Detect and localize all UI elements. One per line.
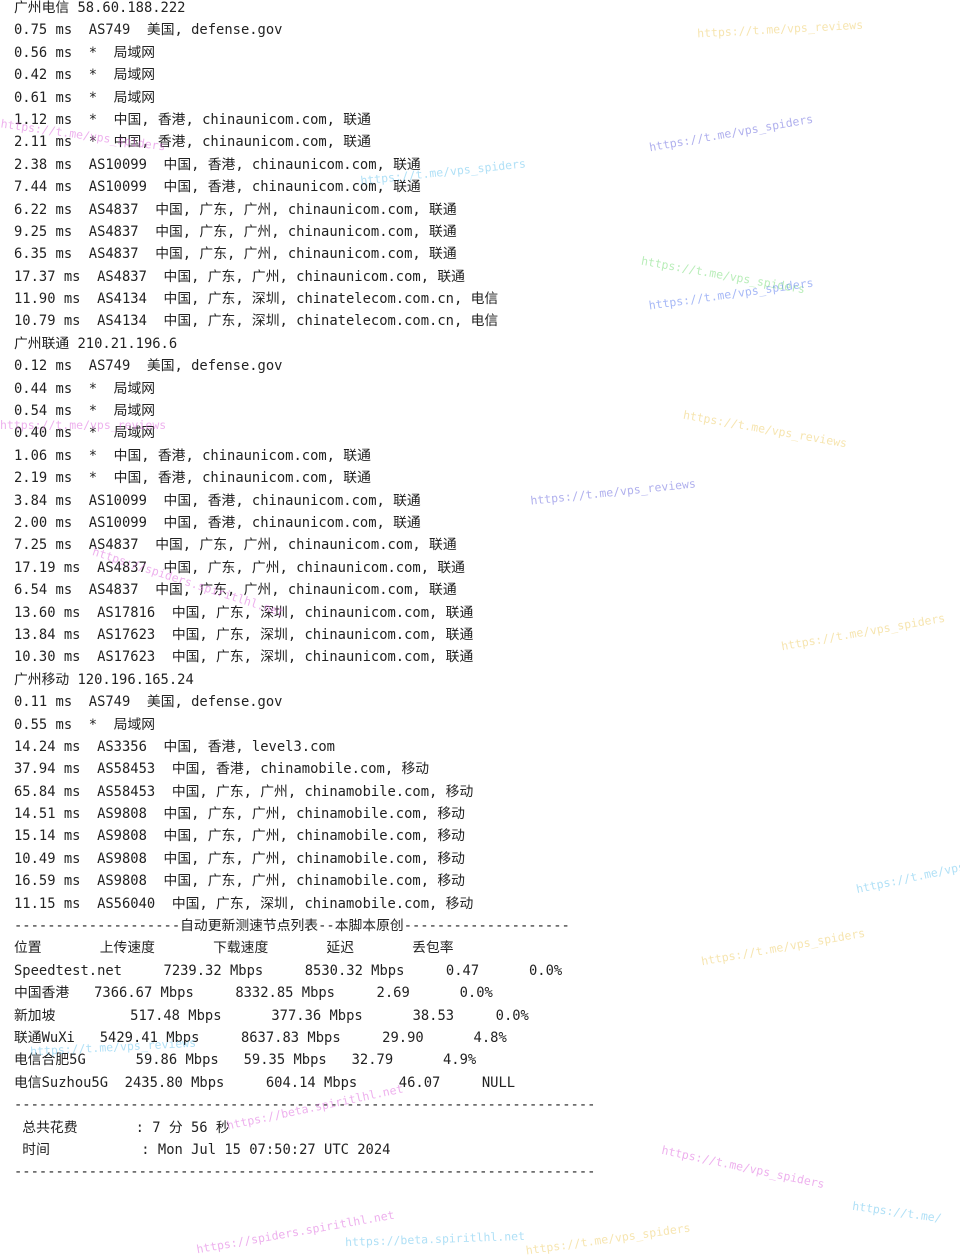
terminal-line: 17.19 ms AS4837 中国, 广东, 广州, chinaunicom.…	[14, 559, 465, 576]
terminal-line: 2.11 ms * 中国, 香港, chinaunicom.com, 联通	[14, 134, 371, 151]
watermark-text: https://t.me/vps_spiders	[524, 1220, 692, 1258]
terminal-line: 6.22 ms AS4837 中国, 广东, 广州, chinaunicom.c…	[14, 201, 457, 218]
terminal-line: 13.84 ms AS17623 中国, 广东, 深圳, chinaunicom…	[14, 626, 474, 643]
terminal-line: 新加坡 517.48 Mbps 377.36 Mbps 38.53 0.0%	[14, 1007, 529, 1024]
terminal-line: 14.51 ms AS9808 中国, 广东, 广州, chinamobile.…	[14, 806, 465, 823]
terminal-line: 0.11 ms AS749 美国, defense.gov	[14, 694, 283, 711]
watermark-text: https://t.me/vps_spiders	[647, 275, 815, 313]
terminal-line: 0.55 ms * 局域网	[14, 716, 156, 733]
terminal-output: 广州电信 58.60.188.222 0.75 ms AS749 美国, defe…	[14, 0, 595, 1184]
terminal-line: 9.25 ms AS4837 中国, 广东, 广州, chinaunicom.c…	[14, 223, 457, 240]
terminal-line: --------------------自动更新测速节点列表--本脚本原创---…	[14, 918, 570, 935]
terminal-line: 电信合肥5G 59.86 Mbps 59.35 Mbps 32.79 4.9%	[14, 1052, 477, 1069]
watermark-text: https://t.me/vps_spiders	[780, 610, 947, 654]
terminal-line: 17.37 ms AS4837 中国, 广东, 广州, chinaunicom.…	[14, 268, 465, 285]
terminal-line: 2.00 ms AS10099 中国, 香港, chinaunicom.com,…	[14, 514, 421, 531]
watermark-text: https://t.me/vps_	[854, 857, 960, 897]
terminal-line: 1.12 ms * 中国, 香港, chinaunicom.com, 联通	[14, 111, 371, 128]
terminal-line: 6.35 ms AS4837 中国, 广东, 广州, chinaunicom.c…	[14, 246, 457, 263]
terminal-line: 时间 : Mon Jul 15 07:50:27 UTC 2024	[14, 1141, 391, 1158]
terminal-line: 11.90 ms AS4134 中国, 广东, 深圳, chinatelecom…	[14, 291, 499, 308]
terminal-line: ----------------------------------------…	[14, 1097, 596, 1114]
terminal-line: 0.56 ms * 局域网	[14, 44, 156, 61]
terminal-line: 1.06 ms * 中国, 香港, chinaunicom.com, 联通	[14, 447, 371, 464]
terminal-line: 广州移动 120.196.165.24	[14, 671, 194, 688]
terminal-line: 37.94 ms AS58453 中国, 香港, chinamobile.com…	[14, 761, 430, 778]
terminal-line: 16.59 ms AS9808 中国, 广东, 广州, chinamobile.…	[14, 873, 465, 890]
terminal-line: 位置 上传速度 下载速度 延迟 丢包率	[14, 940, 454, 957]
watermark-text: https://t.me/	[851, 1198, 943, 1226]
terminal-line: Speedtest.net 7239.32 Mbps 8530.32 Mbps …	[14, 962, 563, 979]
watermark-text: https://t.me/vps_spiders	[648, 111, 815, 155]
terminal-line: 10.79 ms AS4134 中国, 广东, 深圳, chinatelecom…	[14, 313, 499, 330]
terminal-line: 2.38 ms AS10099 中国, 香港, chinaunicom.com,…	[14, 156, 421, 173]
terminal-line: 广州联通 210.21.196.6	[14, 335, 178, 352]
terminal-line: 15.14 ms AS9808 中国, 广东, 广州, chinamobile.…	[14, 828, 465, 845]
watermark-text: https://t.me/vps_reviews	[696, 17, 864, 41]
terminal-line: 0.44 ms * 局域网	[14, 380, 156, 397]
terminal-line: 0.12 ms AS749 美国, defense.gov	[14, 358, 283, 375]
terminal-line: 7.25 ms AS4837 中国, 广东, 广州, chinaunicom.c…	[14, 537, 457, 554]
terminal-line: 广州电信 58.60.188.222	[14, 0, 186, 16]
terminal-line: 总共花费 : 7 分 56 秒	[14, 1119, 230, 1136]
terminal-line: 6.54 ms AS4837 中国, 广东, 广州, chinaunicom.c…	[14, 582, 457, 599]
watermark-text: https://t.me/vps_spiders	[660, 1142, 826, 1192]
terminal-line: 7.44 ms AS10099 中国, 香港, chinaunicom.com,…	[14, 179, 421, 196]
watermark-text: https://beta.spiritlhl.net	[344, 1228, 526, 1250]
terminal-line: 14.24 ms AS3356 中国, 香港, level3.com	[14, 738, 335, 755]
terminal-line: 10.49 ms AS9808 中国, 广东, 广州, chinamobile.…	[14, 850, 465, 867]
terminal-line: 10.30 ms AS17623 中国, 广东, 深圳, chinaunicom…	[14, 649, 474, 666]
terminal-line: 65.84 ms AS58453 中国, 广东, 广州, chinamobile…	[14, 783, 474, 800]
terminal-line: 0.54 ms * 局域网	[14, 403, 156, 420]
watermark-text: https://t.me/vps_reviews	[682, 407, 849, 451]
watermark-text: https://spiders.spiritlhl.net	[195, 1207, 396, 1257]
terminal-line: 电信Suzhou5G 2435.80 Mbps 604.14 Mbps 46.0…	[14, 1074, 516, 1091]
watermark-text: https://t.me/vps_spiders	[640, 253, 807, 297]
terminal-line: 0.40 ms * 局域网	[14, 425, 156, 442]
terminal-line: 中国香港 7366.67 Mbps 8332.85 Mbps 2.69 0.0%	[14, 985, 493, 1002]
terminal-line: 11.15 ms AS56040 中国, 广东, 深圳, chinamobile…	[14, 895, 474, 912]
terminal-line: 2.19 ms * 中国, 香港, chinaunicom.com, 联通	[14, 470, 371, 487]
terminal-line: 0.42 ms * 局域网	[14, 67, 156, 84]
watermark-text: https://t.me/vps_spiders	[700, 925, 867, 969]
terminal-line: 13.60 ms AS17816 中国, 广东, 深圳, chinaunicom…	[14, 604, 474, 621]
terminal-line: 3.84 ms AS10099 中国, 香港, chinaunicom.com,…	[14, 492, 421, 509]
terminal-line: ----------------------------------------…	[14, 1164, 596, 1181]
terminal-line: 联通WuXi 5429.41 Mbps 8637.83 Mbps 29.90 4…	[14, 1029, 507, 1046]
terminal-line: 0.61 ms * 局域网	[14, 89, 156, 106]
terminal-line: 0.75 ms AS749 美国, defense.gov	[14, 22, 283, 39]
